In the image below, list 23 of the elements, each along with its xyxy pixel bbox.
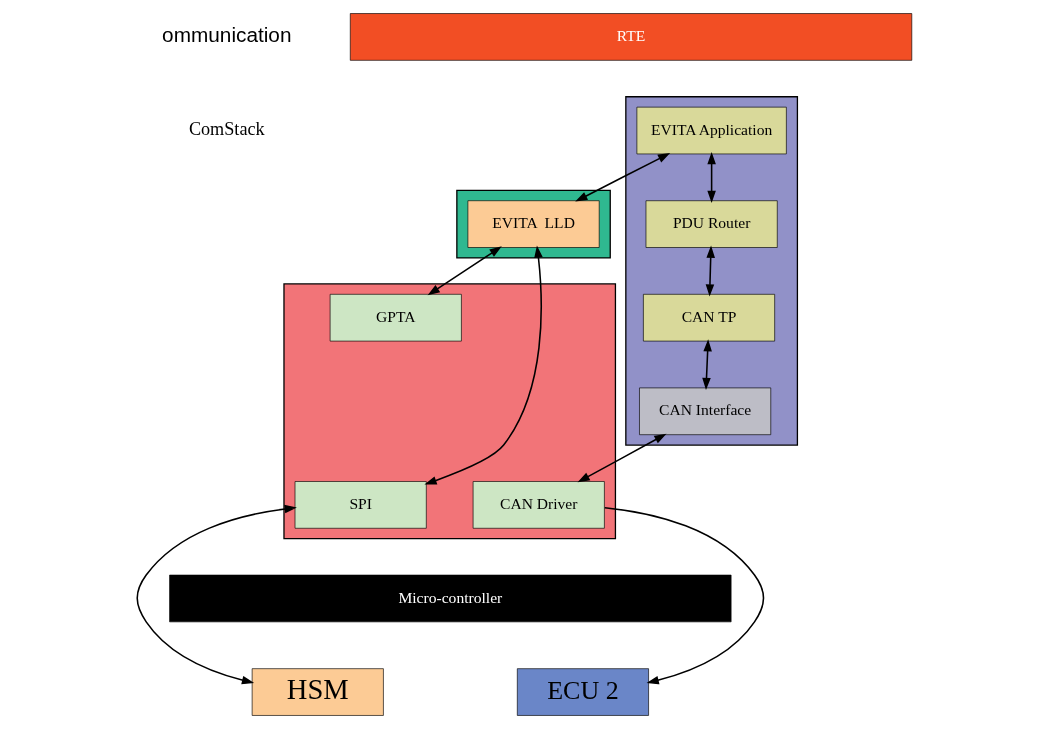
arrow [577, 433, 666, 483]
node-box: ECU 2 [516, 668, 649, 716]
arrow [574, 153, 670, 202]
node-box: PDU Router [645, 200, 778, 248]
node-box: CAN Interface [638, 387, 771, 435]
label: ommunication [161, 22, 291, 46]
node-box: EVITA Application [636, 106, 787, 155]
arrow [427, 246, 502, 296]
node-box: EVITA LLD [467, 200, 599, 248]
node-box: CAN TP [642, 294, 775, 342]
arrow [603, 506, 764, 685]
arrow [135, 504, 297, 685]
node-box: SPI [294, 481, 427, 529]
arrow [701, 339, 712, 391]
arrow [423, 245, 543, 485]
node-box: RTE [349, 13, 912, 61]
node-box: GPTA [329, 294, 462, 342]
label: ComStack [188, 119, 265, 140]
node-box: CAN Driver [472, 481, 605, 529]
arrow [705, 245, 715, 297]
arrow [706, 151, 716, 203]
node-box: HSM [251, 668, 384, 716]
node-box: Micro-controller [168, 574, 731, 623]
